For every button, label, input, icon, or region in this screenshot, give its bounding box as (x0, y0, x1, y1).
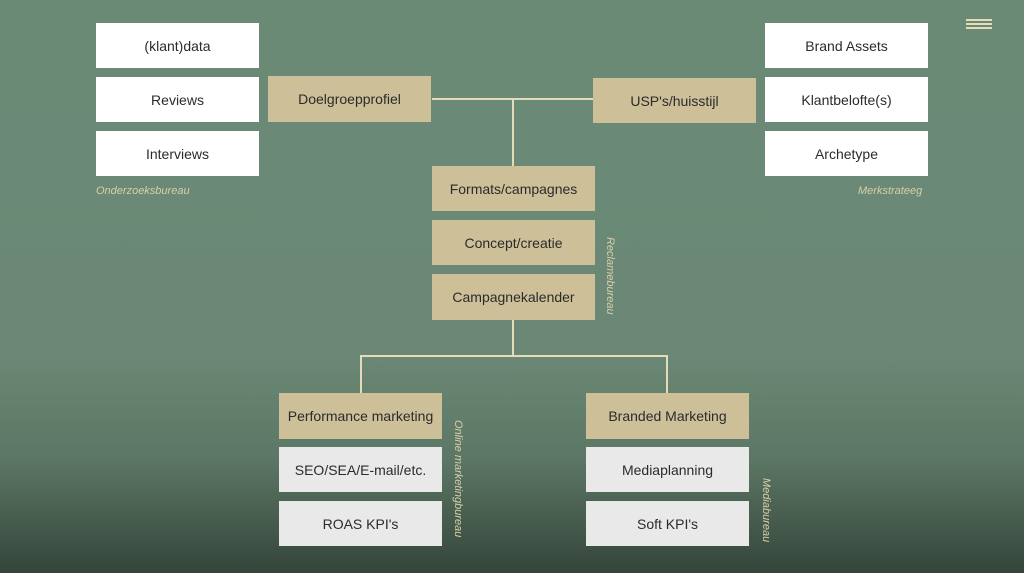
connector-bottom-right-vertical (666, 355, 668, 393)
roas-kpis-box: ROAS KPI's (279, 501, 442, 546)
hamburger-menu-icon[interactable] (966, 19, 992, 31)
performance-marketing-box: Performance marketing (279, 393, 442, 439)
campagnekalender-box: Campagnekalender (432, 274, 595, 320)
right-item-archetype: Archetype (765, 131, 928, 176)
soft-kpis-box: Soft KPI's (586, 501, 749, 546)
connector-bottom-left-vertical (360, 355, 362, 393)
usp-huisstijl-box: USP's/huisstijl (593, 78, 756, 123)
doelgroepprofiel-box: Doelgroepprofiel (268, 76, 431, 122)
caption-merkstrateeg: Merkstrateeg (858, 185, 923, 197)
left-item-klantdata: (klant)data (96, 23, 259, 68)
connector-center-vertical (512, 320, 514, 356)
left-item-reviews: Reviews (96, 77, 259, 122)
right-item-brand-assets: Brand Assets (765, 23, 928, 68)
caption-reclamebureau: Reclamebureau (604, 237, 616, 315)
connector-top-vertical (512, 98, 514, 166)
concept-creatie-box: Concept/creatie (432, 220, 595, 265)
mediaplanning-box: Mediaplanning (586, 447, 749, 492)
caption-onderzoeksbureau: Onderzoeksbureau (96, 185, 190, 197)
caption-mediabureau: Mediabureau (760, 478, 772, 543)
connector-bottom-horizontal (360, 355, 667, 357)
caption-online-marketingbureau: Online marketingbureau (452, 420, 464, 538)
branded-marketing-box: Branded Marketing (586, 393, 749, 439)
right-item-klantbelofte: Klantbelofte(s) (765, 77, 928, 122)
seo-sea-email-box: SEO/SEA/E-mail/etc. (279, 447, 442, 492)
formats-campagnes-box: Formats/campagnes (432, 166, 595, 211)
left-item-interviews: Interviews (96, 131, 259, 176)
